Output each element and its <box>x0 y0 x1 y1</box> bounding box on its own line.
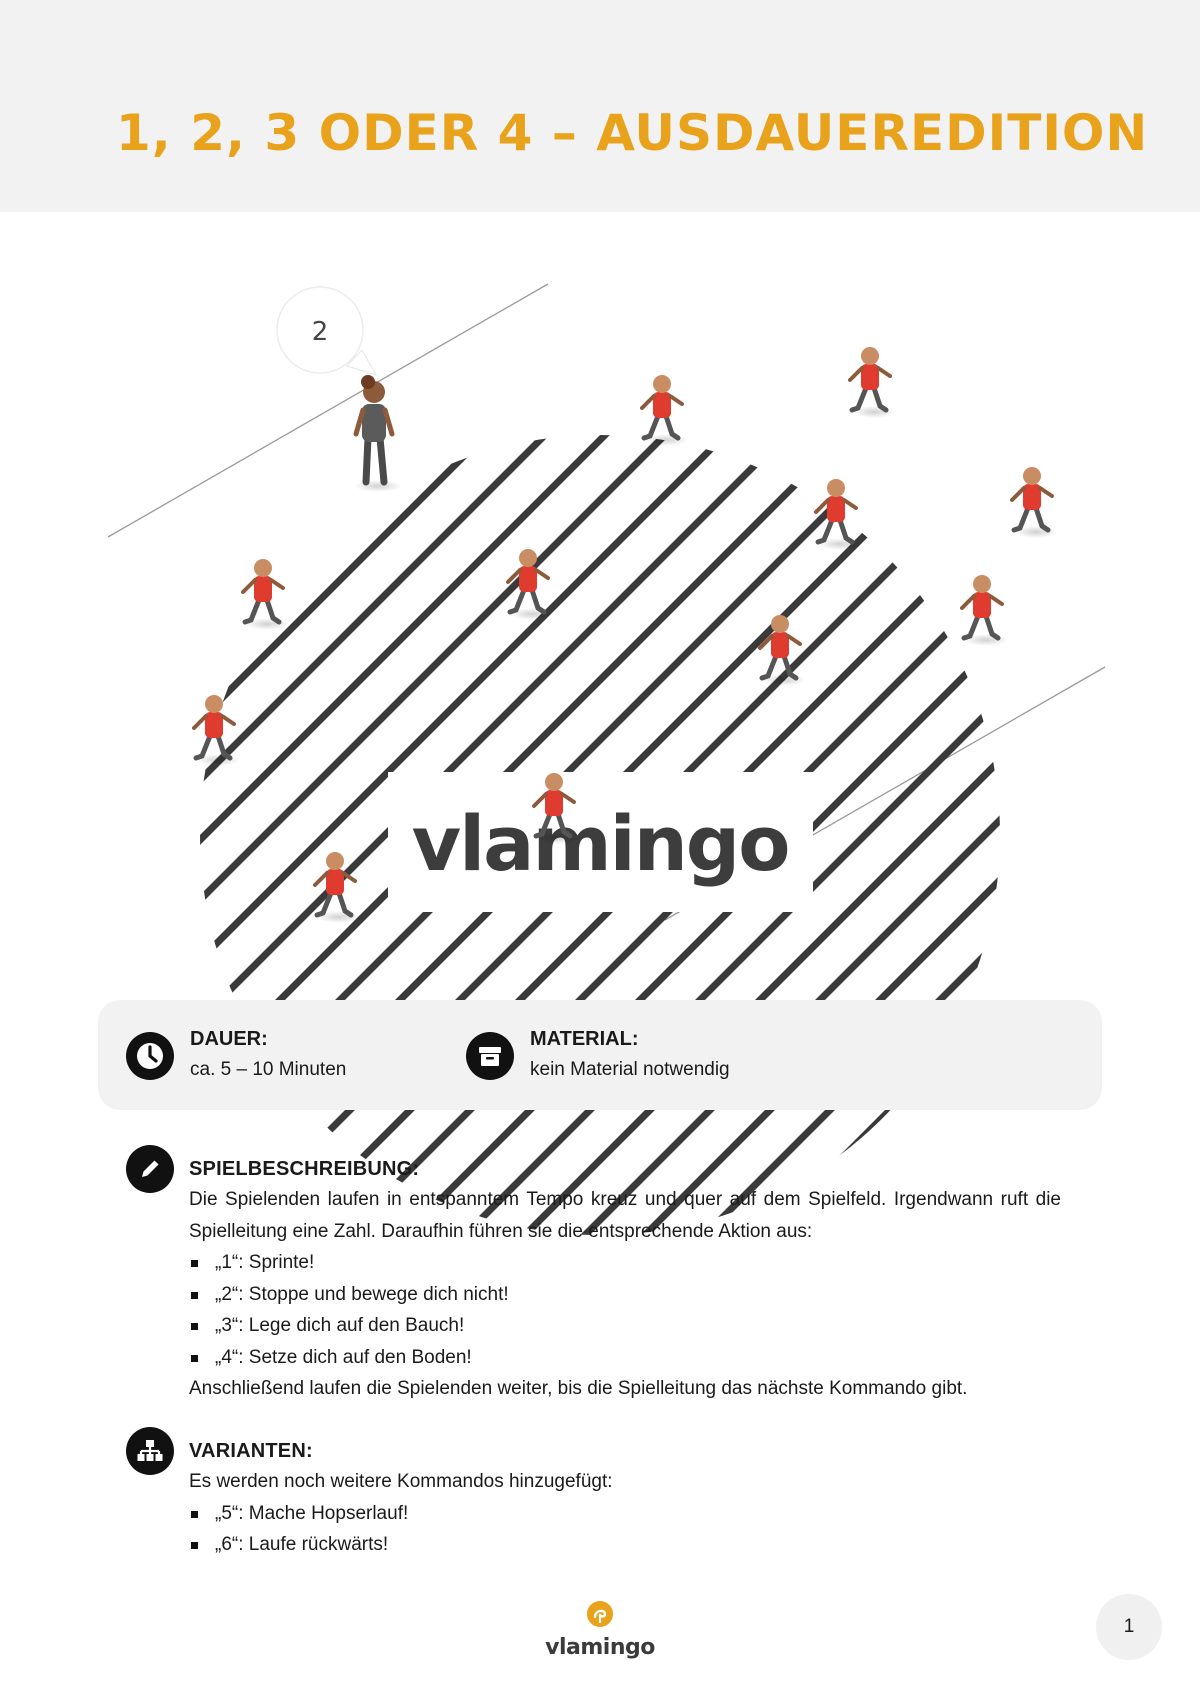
list-item: „2“: Stoppe und bewege dich nicht! <box>189 1279 1061 1311</box>
page-title: 1, 2, 3 ODER 4 – AUSDAUEREDITION <box>116 104 1149 162</box>
page-number: 1 <box>1096 1594 1162 1660</box>
player <box>194 695 240 766</box>
variants-list: „5“: Mache Hopserlauf! „6“: Laufe rückwä… <box>189 1498 1069 1561</box>
player <box>760 615 806 686</box>
boundary-line <box>107 283 549 538</box>
description-body: Die Spielenden laufen in entspanntem Tem… <box>189 1184 1061 1405</box>
player <box>243 559 289 630</box>
list-item: „1“: Sprinte! <box>189 1247 1061 1279</box>
description-title: SPIELBESCHREIBUNG: <box>189 1158 420 1180</box>
duration-label: DAUER: <box>190 1028 268 1050</box>
player <box>1012 467 1058 538</box>
speech-bubble-number: 2 <box>312 317 329 347</box>
description-text: Die Spielenden laufen in entspanntem Tem… <box>189 1189 1061 1242</box>
watermark-logo: vlamingo <box>412 799 789 888</box>
duration-value: ca. 5 – 10 Minuten <box>190 1059 347 1080</box>
archive-box-icon <box>466 1032 514 1080</box>
header-band <box>0 0 1200 212</box>
material-value: kein Material notwendig <box>530 1059 730 1080</box>
speech-bubble: 2 <box>276 286 378 376</box>
description-list: „1“: Sprinte! „2“: Stoppe und bewege dic… <box>189 1247 1061 1373</box>
list-item: „5“: Mache Hopserlauf! <box>189 1498 1069 1530</box>
footer-logo-text: vlamingo <box>545 1635 655 1660</box>
game-illustration: vlamingo 2 <box>107 283 1106 1235</box>
hierarchy-icon <box>126 1427 174 1475</box>
variants-intro: Es werden noch weitere Kommandos hinzuge… <box>189 1471 613 1492</box>
description-closing: Anschließend laufen die Spielenden weite… <box>189 1378 968 1399</box>
watermark-backdrop <box>388 772 813 912</box>
info-panel <box>98 1000 1102 1110</box>
clock-icon <box>126 1032 174 1080</box>
material-label: MATERIAL: <box>530 1028 639 1050</box>
pencil-icon <box>126 1145 174 1193</box>
flamingo-logo-icon <box>587 1601 613 1627</box>
list-item: „6“: Laufe rückwärts! <box>189 1529 1069 1561</box>
player <box>642 375 688 446</box>
player <box>962 575 1008 646</box>
variants-body: Es werden noch weitere Kommandos hinzuge… <box>189 1466 1069 1561</box>
variants-title: VARIANTEN: <box>189 1440 313 1462</box>
list-item: „3“: Lege dich auf den Bauch! <box>189 1310 1061 1342</box>
list-item: „4“: Setze dich auf den Boden! <box>189 1342 1061 1374</box>
footer-logo: vlamingo <box>540 1600 660 1680</box>
player <box>850 347 896 418</box>
game-leader <box>353 375 402 492</box>
